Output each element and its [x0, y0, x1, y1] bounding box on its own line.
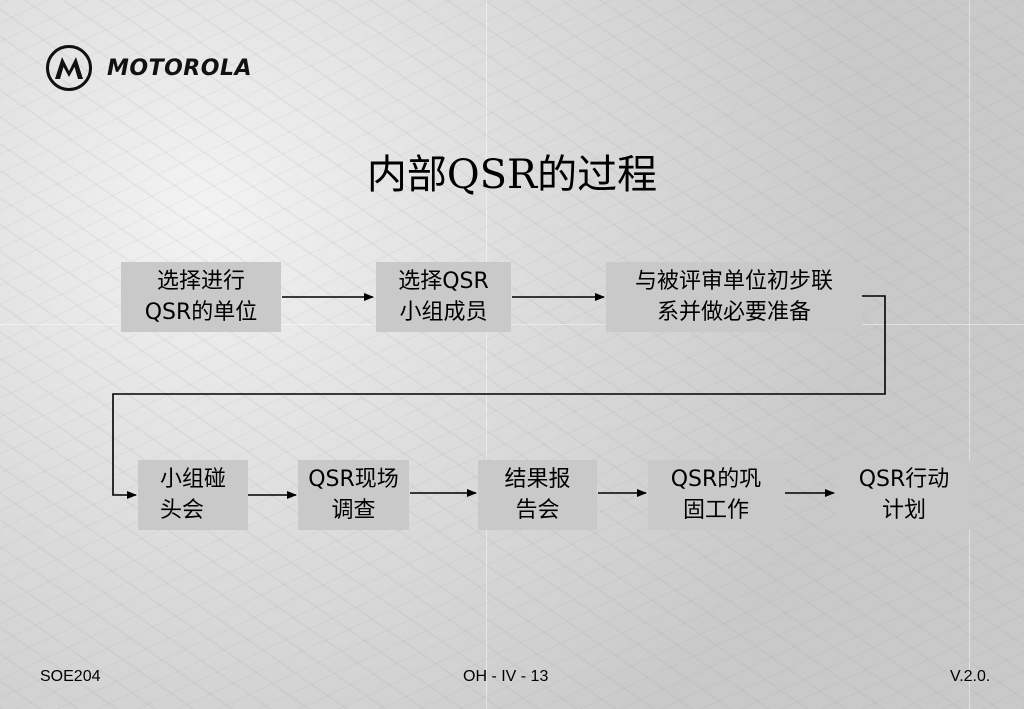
footer-doc-code: SOE204: [40, 668, 101, 685]
motorola-logo: MOTOROLA: [45, 44, 252, 92]
step-label-line2: 小组成员: [399, 300, 488, 325]
step-label-line2: QSR的单位: [144, 300, 258, 325]
texture-seam: [486, 0, 487, 709]
step-label-line2: 告会: [515, 498, 560, 523]
step-select-unit: 选择进行 QSR的单位: [121, 262, 281, 332]
step-label-line1: 结果报: [504, 467, 571, 492]
texture-seam: [969, 0, 970, 709]
step-onsite-survey: QSR现场调查: [298, 460, 409, 530]
step-label-line1: 选择进行: [156, 269, 245, 294]
step-label-line2: 系并做必要准备: [656, 300, 811, 325]
brand-wordmark: MOTOROLA: [107, 55, 252, 81]
step-result-report: 结果报告会: [478, 460, 597, 530]
step-label-line1: 小组碰: [159, 467, 226, 492]
step-label-line1: QSR现场: [308, 467, 399, 492]
arrow-3-4: [112, 295, 886, 499]
step-label-line1: 与被评审单位初步联: [634, 269, 833, 294]
step-team-meeting: 小组碰头会: [138, 460, 248, 530]
step-label-line1: QSR的巩: [670, 467, 762, 492]
step-select-members: 选择QSR 小组成员: [376, 262, 511, 332]
texture-seam: [0, 324, 1024, 325]
step-label-line2: 调查: [331, 498, 376, 523]
step-label-line2: 固工作: [682, 498, 749, 523]
step-label-line2: 计划: [881, 498, 926, 523]
motorola-batwing-icon: [46, 45, 92, 91]
page-title: 内部QSR的过程: [366, 152, 658, 198]
footer-page-ref: OH - IV - 13: [463, 668, 549, 685]
step-label-line1: 选择QSR: [398, 269, 489, 294]
step-action-plan: QSR行动计划: [836, 460, 972, 530]
footer-version: V.2.0.: [950, 668, 991, 685]
step-label-line2: 头会: [159, 498, 204, 523]
step-consolidation: QSR的巩固工作: [648, 460, 784, 530]
step-label-line1: QSR行动: [858, 467, 950, 492]
step-initial-contact: 与被评审单位初步联系并做必要准备: [606, 262, 862, 332]
